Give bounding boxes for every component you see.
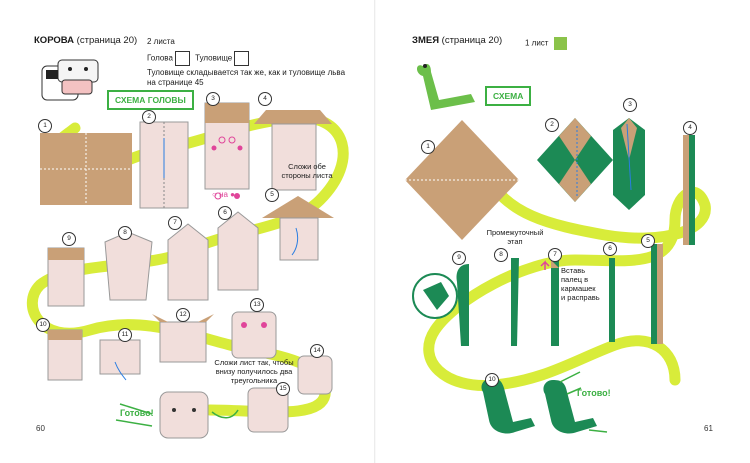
step-marker: 3 <box>206 92 220 106</box>
snake-scheme-label: СХЕМА <box>485 86 532 106</box>
body-checkbox <box>234 51 250 66</box>
fold-both-line-1: Сложи обе <box>288 162 326 171</box>
cow-parts-row: Голова Туловище <box>147 51 252 66</box>
fold-both-note: Сложи обе стороны листа <box>277 162 337 180</box>
cow-sheets: 2 листа <box>147 37 175 46</box>
step-marker: 5 <box>265 188 279 202</box>
step-marker: 2 <box>142 110 156 124</box>
cow-done-label: Готово! <box>120 408 154 418</box>
step-marker: 4 <box>683 121 697 135</box>
body-label: Туловище <box>195 53 233 63</box>
page-snake: ЗМЕЯ (страница 20) 1 лист СХЕМА Промежут… <box>375 0 750 463</box>
step-marker: 6 <box>218 206 232 220</box>
on-label: ○ на ● <box>212 190 235 199</box>
step-marker: 1 <box>38 119 52 133</box>
step-marker: 5 <box>641 234 655 248</box>
fold-note-line-1: Сложи лист так, чтобы <box>214 358 294 367</box>
intermediate-stage-note: Промежуточный этап <box>483 228 547 246</box>
step-marker: 10 <box>485 373 499 387</box>
snake-sheets: 1 лист <box>525 37 568 50</box>
snake-diagram <box>405 64 711 434</box>
step-marker: 14 <box>310 344 324 358</box>
cow-diagram <box>26 59 349 439</box>
snake-sheets-text: 1 лист <box>525 38 549 48</box>
intermediate-line-1: Промежуточный <box>486 228 544 237</box>
step-marker: 11 <box>118 328 132 342</box>
page-number-left: 60 <box>36 424 45 433</box>
step-marker: 8 <box>494 248 508 262</box>
insert-line-1: Вставь <box>561 266 586 275</box>
book-gutter <box>374 0 376 463</box>
page-cow: КОРОВА (страница 20) 2 листа Голова Туло… <box>26 36 349 439</box>
step-marker: 2 <box>545 118 559 132</box>
insert-line-2: палец в <box>561 275 589 284</box>
insert-line-4: и расправь <box>561 293 600 302</box>
body-note-line-1: Туловище складывается так же, как и туло… <box>147 68 346 77</box>
fold-triangles-note: Сложи лист так, чтобы внизу получилось д… <box>200 358 308 385</box>
head-scheme-label: СХЕМА ГОЛОВЫ <box>107 90 194 110</box>
step-marker: 6 <box>603 242 617 256</box>
insert-line-3: кармашек <box>561 284 596 293</box>
fold-note-line-3: треугольника <box>230 376 278 385</box>
head-label: Голова <box>147 53 173 63</box>
step-marker: 8 <box>118 226 132 240</box>
intermediate-line-2: этап <box>507 237 523 246</box>
cow-title-bold: КОРОВА <box>34 35 75 46</box>
cow-title-page: (страница 20) <box>74 35 138 46</box>
step-marker: 3 <box>623 98 637 112</box>
step-marker: 10 <box>36 318 50 332</box>
insert-finger-note: Вставь палец в кармашек и расправь <box>561 266 611 302</box>
snake-title-page: (страница 20) <box>439 35 503 46</box>
head-checkbox <box>174 51 190 66</box>
snake-title-bold: ЗМЕЯ <box>412 35 440 46</box>
body-note-line-2: на странице 45 <box>147 78 204 87</box>
on-label-text: на <box>219 190 228 199</box>
step-marker: 15 <box>276 382 290 396</box>
cow-title: КОРОВА (страница 20) <box>34 36 137 46</box>
page-number-right: 61 <box>704 424 713 433</box>
step-marker: 13 <box>250 298 264 312</box>
green-sheet-swatch <box>554 37 568 50</box>
fold-both-line-2: стороны листа <box>281 171 333 180</box>
step-marker: 9 <box>452 251 466 265</box>
fold-note-line-2: внизу получилось два <box>215 367 293 376</box>
step-marker: 7 <box>168 216 182 230</box>
step-marker: 4 <box>258 92 272 106</box>
snake-done-label: Готово! <box>577 388 611 398</box>
step-marker: 12 <box>176 308 190 322</box>
step-marker: 7 <box>548 248 562 262</box>
snake-title: ЗМЕЯ (страница 20) <box>412 36 502 46</box>
step-marker: 9 <box>62 232 76 246</box>
step-marker: 1 <box>421 140 435 154</box>
